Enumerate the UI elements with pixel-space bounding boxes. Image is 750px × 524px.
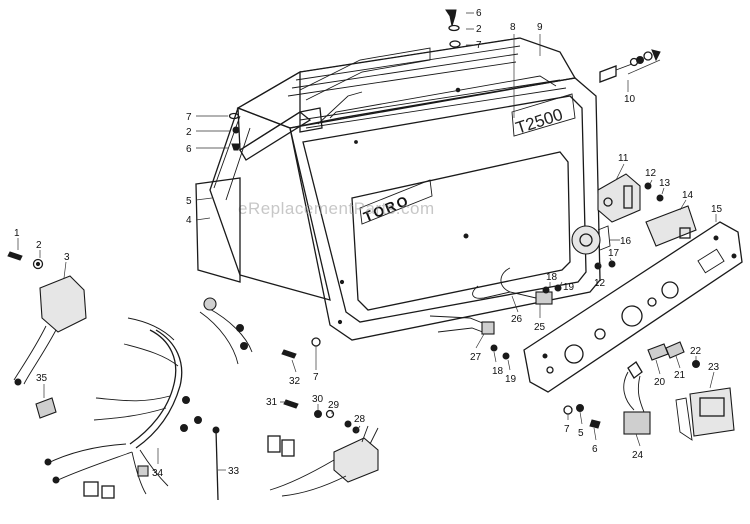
fasteners-18-19 bbox=[490, 284, 562, 360]
rear-panel-plate bbox=[195, 47, 431, 283]
callout-27: 27 bbox=[470, 352, 482, 363]
callout-12-a: 12 bbox=[645, 168, 657, 179]
outlet-part bbox=[571, 225, 611, 255]
harness-27 bbox=[429, 315, 495, 335]
callout-25: 25 bbox=[534, 322, 546, 333]
screw-1 bbox=[7, 251, 23, 261]
fasteners-29-32 bbox=[281, 337, 335, 419]
capacitor-28 bbox=[267, 420, 379, 497]
callout-11: 11 bbox=[618, 153, 629, 164]
callout-10: 10 bbox=[624, 94, 636, 105]
callout-16: 16 bbox=[620, 236, 632, 247]
transformer bbox=[13, 275, 87, 386]
switch-assembly bbox=[472, 267, 553, 305]
callout-13: 13 bbox=[659, 178, 671, 189]
fasteners-12-13 bbox=[594, 182, 664, 270]
meter bbox=[675, 387, 735, 441]
callout-6-top: 6 bbox=[476, 8, 482, 19]
fasteners-top bbox=[445, 9, 461, 48]
callout-18-a: 18 bbox=[546, 272, 558, 283]
callout-34: 34 bbox=[152, 468, 164, 479]
callout-35: 35 bbox=[36, 373, 48, 384]
callout-2-far-left: 2 bbox=[36, 240, 42, 251]
callout-8: 8 bbox=[510, 22, 516, 33]
fasteners-left bbox=[228, 112, 241, 151]
callout-33: 33 bbox=[228, 466, 240, 477]
callout-31: 31 bbox=[266, 397, 278, 408]
indicator-lamps bbox=[647, 341, 700, 368]
callout-7-left: 7 bbox=[186, 112, 192, 123]
callout-30: 30 bbox=[312, 394, 324, 405]
washer-2 bbox=[32, 258, 44, 270]
watermark-text: eReplacementParts.com bbox=[238, 199, 435, 218]
fasteners-bottom bbox=[563, 404, 601, 429]
housing-gasket bbox=[329, 75, 557, 119]
callout-29: 29 bbox=[328, 400, 340, 411]
callout-15: 15 bbox=[711, 204, 723, 215]
switch-35 bbox=[35, 397, 57, 419]
callout-1: 1 bbox=[14, 228, 20, 239]
callout-20: 20 bbox=[654, 377, 666, 388]
callout-17: 17 bbox=[608, 248, 620, 259]
callout-7-top: 7 bbox=[476, 40, 482, 51]
callout-4: 4 bbox=[186, 215, 192, 226]
callout-12-b: 12 bbox=[594, 278, 606, 289]
callout-3: 3 bbox=[64, 252, 70, 263]
callout-19-a: 19 bbox=[563, 282, 575, 293]
callout-labels: 6 2 7 8 9 10 7 2 6 5 4 1 2 3 11 12 13 14… bbox=[14, 8, 723, 479]
wire-harness-34 bbox=[44, 297, 253, 499]
callout-14: 14 bbox=[682, 190, 694, 201]
model-badge-text: T2500 bbox=[513, 105, 565, 138]
callout-22: 22 bbox=[690, 346, 702, 357]
control-housing bbox=[209, 37, 601, 341]
callout-18-b: 18 bbox=[492, 366, 504, 377]
callout-24: 24 bbox=[632, 450, 644, 461]
callout-5-bot: 5 bbox=[578, 428, 584, 439]
callout-28: 28 bbox=[354, 414, 366, 425]
bolt-assembly-10 bbox=[599, 49, 661, 83]
receptacle-part bbox=[597, 173, 641, 223]
callout-7-mid: 7 bbox=[313, 372, 319, 383]
circuit-breaker bbox=[645, 205, 697, 247]
callout-23: 23 bbox=[708, 362, 720, 373]
probe-33 bbox=[212, 426, 220, 501]
callout-26: 26 bbox=[511, 314, 523, 325]
callout-32: 32 bbox=[289, 376, 301, 387]
power-cord-24 bbox=[623, 361, 651, 435]
callout-9: 9 bbox=[537, 22, 543, 33]
callout-7-bot: 7 bbox=[564, 424, 570, 435]
callout-19-b: 19 bbox=[505, 374, 517, 385]
callout-6-left: 6 bbox=[186, 144, 192, 155]
callout-5: 5 bbox=[186, 196, 192, 207]
callout-2-left: 2 bbox=[186, 127, 192, 138]
callout-2-top: 2 bbox=[476, 24, 482, 35]
leader-lines bbox=[17, 12, 717, 471]
callout-21: 21 bbox=[674, 370, 686, 381]
callout-6-bot: 6 bbox=[592, 444, 598, 455]
control-panel-plate bbox=[523, 221, 743, 393]
